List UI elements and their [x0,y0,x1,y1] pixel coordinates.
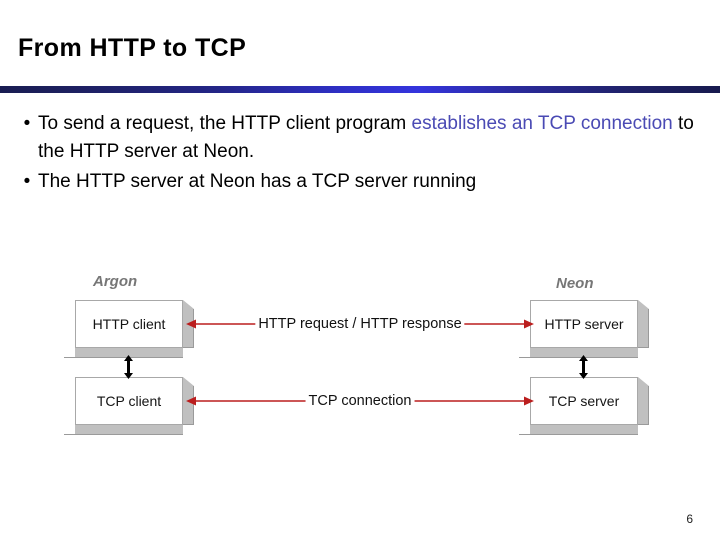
bullet-text-highlight: establishes an TCP connection [411,113,673,134]
box-shadow-bottom-edge [519,434,638,435]
box-http-server: HTTP server [519,300,649,358]
box-shadow-side [183,386,194,425]
box-http-client: HTTP client [64,300,194,358]
box-shadow-bottom [64,425,183,435]
bullet-marker-icon: • [23,113,31,134]
box-shadow-side-bevel [183,300,194,309]
double-arrow-icon [579,355,588,379]
box-shadow-side [638,386,649,425]
list-item: • To send a request, the HTTP client pro… [16,110,704,166]
connection-http: HTTP request / HTTP response [186,309,534,339]
bullet-text: The HTTP server at Neon has a TCP server… [38,171,477,192]
box-shadow-bottom [519,348,638,358]
vertical-double-arrow-right [577,355,590,379]
bullet-text: To send a request, the HTTP client progr… [38,110,704,166]
box-shadow-side-bevel [638,377,649,386]
host-label-argon: Argon [93,273,138,290]
box-tcp-client: TCP client [64,377,194,435]
connection-label-tcp: TCP connection [305,393,415,409]
network-diagram: Argon Neon HTTP client TCP client HTTP s… [0,255,720,450]
box-shadow-side [183,309,194,348]
box-shadow-bottom [519,425,638,435]
double-arrow-icon [124,355,133,379]
connection-label-http: HTTP request / HTTP response [255,316,465,332]
box-shadow-side [638,309,649,348]
box-shadow-side-bevel [183,377,194,386]
host-label-neon: Neon [556,275,594,292]
box-shadow-side-bevel [638,300,649,309]
box-label-http-client: HTTP client [92,316,166,332]
vertical-double-arrow-left [122,355,135,379]
bullet-list: • To send a request, the HTTP client pro… [16,110,704,198]
box-shadow-bottom [64,348,183,358]
box-label-http-server: HTTP server [544,316,624,332]
box-label-tcp-server: TCP server [548,393,620,409]
bullet-marker-icon: • [23,171,31,192]
box-label-tcp-client: TCP client [96,393,162,409]
box-tcp-server: TCP server [519,377,649,435]
box-shadow-bottom-edge [64,357,183,358]
box-shadow-bottom-edge [519,357,638,358]
page-number: 6 [686,512,693,526]
title-divider-rule [0,86,720,93]
connection-tcp: TCP connection [186,386,534,416]
bullet-text-lead: To send a request, the HTTP client progr… [38,113,412,134]
box-face [75,300,183,348]
page-title: From HTTP to TCP [18,34,247,62]
bullet-text-tail: to the HTTP server at Neon. [38,113,694,162]
list-item: • The HTTP server at Neon has a TCP serv… [16,168,704,196]
box-shadow-bottom-edge [64,434,183,435]
box-face [75,377,183,425]
